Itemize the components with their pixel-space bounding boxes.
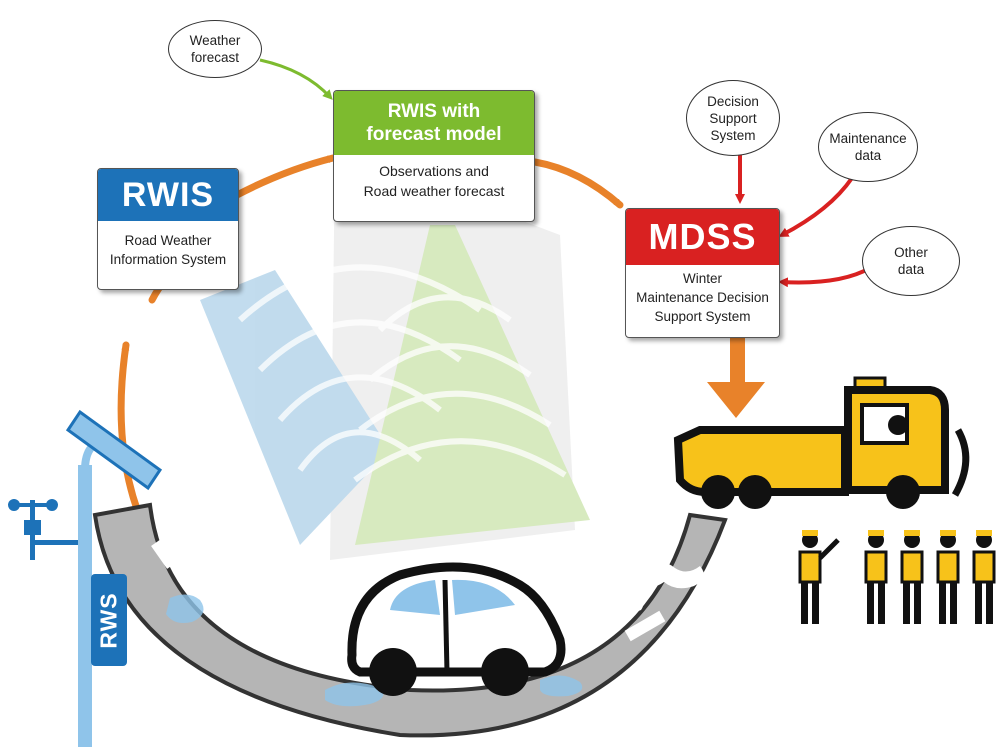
water-puddle [166, 594, 204, 623]
snowplow-truck-icon [673, 376, 970, 509]
decision-support-node: Decision Support System [686, 80, 780, 156]
worker-icon [864, 530, 888, 624]
rwis-subtitle: Road Weather Information System [109, 233, 227, 267]
snow-patch [615, 592, 644, 613]
worker-icon [798, 530, 840, 624]
arrow-weather-to-forecast [259, 58, 333, 100]
mdss-title: MDSS [626, 209, 779, 265]
worker-icon [900, 530, 924, 624]
weather-forecast-node: Weather forecast [168, 20, 262, 78]
water-puddle [540, 675, 583, 697]
flow-arrow-rwis-to-forecast [233, 154, 337, 199]
maintenance-workers [798, 530, 996, 624]
arrow-maintenance-to-mdss [778, 176, 854, 237]
rwis-title: RWIS [98, 169, 238, 221]
worker-icon [972, 530, 996, 624]
wave-arcs [237, 264, 567, 483]
rwis-forecast-subtitle: Observations and Road weather forecast [363, 163, 505, 199]
weather-station-icon [8, 409, 163, 747]
rwis-forecast-title: RWIS with forecast model [334, 91, 534, 155]
worker-icon [936, 530, 960, 624]
flow-arrow-forecast-to-mdss [531, 158, 624, 209]
road-sensor-head [65, 409, 163, 491]
arrow-other-to-mdss [778, 266, 871, 288]
rws-label: RWS [91, 574, 127, 666]
flow-arrow-mdss-to-truck [707, 335, 765, 418]
rws-label-text: RWS [95, 591, 122, 649]
snow-patch [642, 562, 704, 589]
rwis-forecast-box: RWIS with forecast model Observations an… [333, 90, 535, 222]
car-icon [347, 562, 566, 696]
mdss-subtitle: Winter Maintenance Decision Support Syst… [636, 271, 769, 324]
curved-road [92, 502, 728, 738]
other-data-node: Other data [862, 226, 960, 296]
flow-arrow-station-to-rwis [117, 341, 142, 516]
maintenance-data-node: Maintenance data [818, 112, 918, 182]
water-puddle [325, 682, 384, 707]
mdss-box: MDSS Winter Maintenance Decision Support… [625, 208, 780, 338]
rwis-box: RWIS Road Weather Information System [97, 168, 239, 290]
